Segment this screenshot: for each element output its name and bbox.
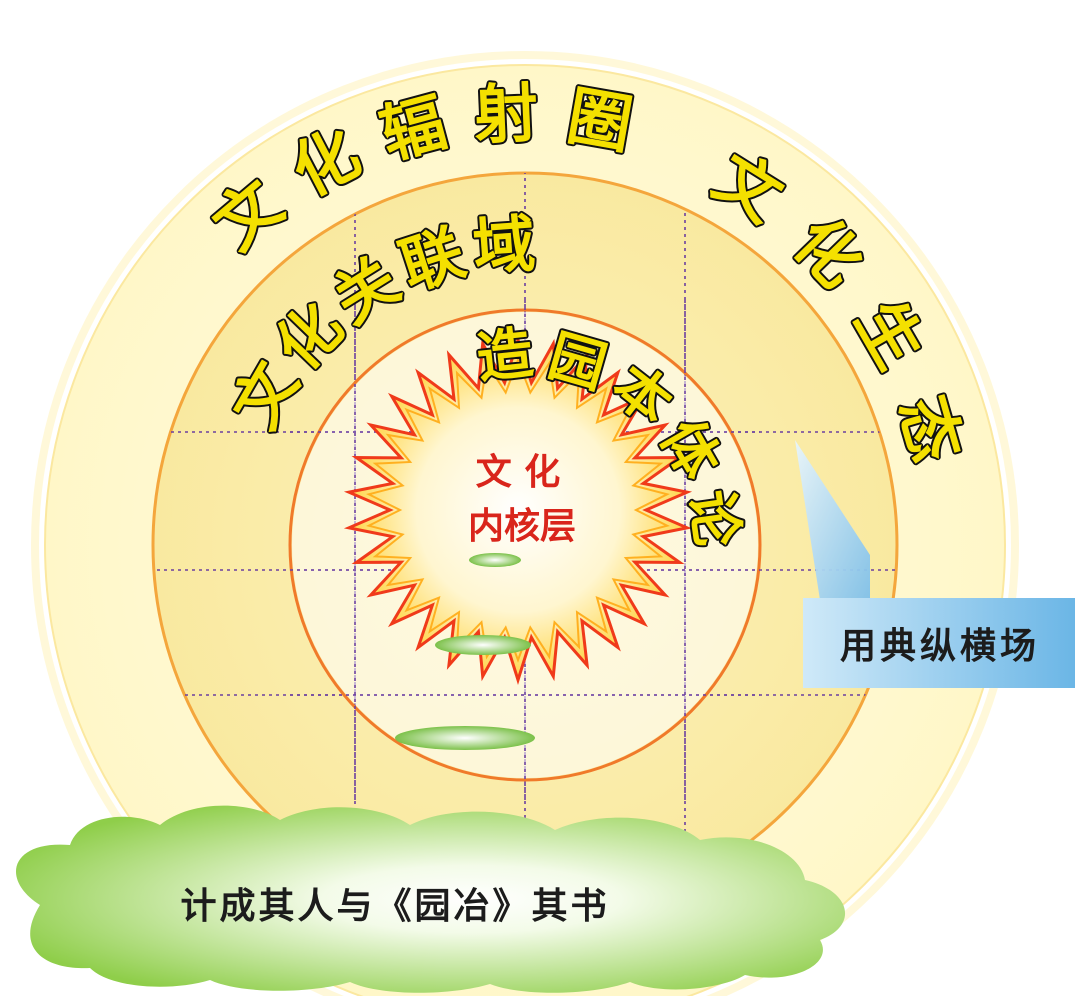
core-sunburst-inner	[365, 357, 671, 663]
ring-char: 论	[677, 486, 749, 551]
grid-lines-inner	[290, 300, 760, 800]
core-label-line1: 文 化	[476, 451, 561, 493]
green-disc-medium	[435, 635, 531, 655]
ring-char: 造	[474, 321, 536, 391]
outer-ring-halo	[31, 51, 1019, 996]
ring-char: 域	[471, 207, 538, 284]
ring-char: 射	[473, 77, 540, 154]
foundation-cloud	[16, 805, 846, 993]
ring-char: 圈	[562, 80, 638, 164]
core-sunburst	[343, 334, 693, 686]
callout-label: 用典纵横场	[840, 625, 1040, 667]
grid-lines	[153, 173, 897, 917]
core-label-line2: 内核层	[468, 505, 576, 547]
callout-box	[803, 598, 1075, 688]
callout-beam	[795, 440, 870, 600]
green-disc-small	[469, 553, 521, 567]
green-disc-large	[395, 726, 535, 750]
foundation-label: 计成其人与《园冶》其书	[180, 885, 609, 927]
